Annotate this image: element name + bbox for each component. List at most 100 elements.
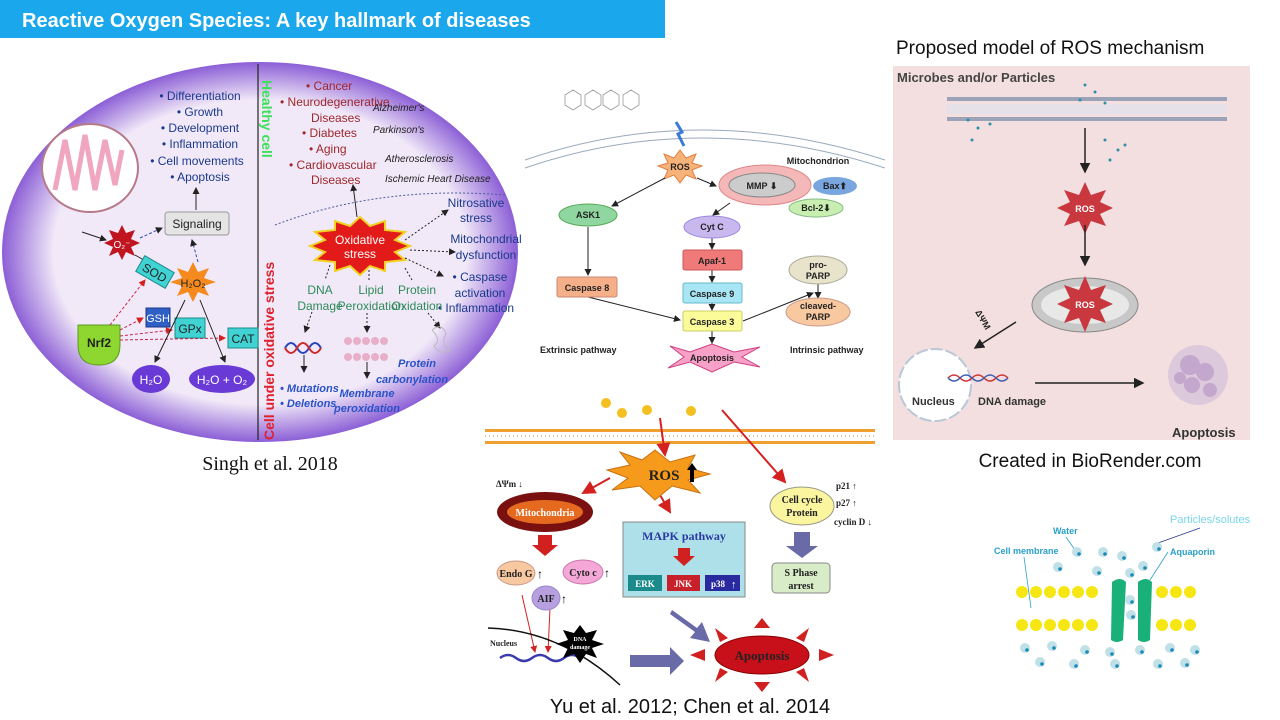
nrf2-shape [77,324,121,366]
water-molecule [1180,658,1190,668]
water-molecule [1072,547,1082,557]
function-item: • Differentiation [159,89,240,103]
water-molecule [1092,566,1102,576]
ros-star [1057,276,1113,332]
lipid-head [1058,619,1070,631]
oxidative-stress-label: Oxidative [335,233,385,247]
dna-damage-label: DNA damage [978,396,1046,408]
water-label: Water [1053,526,1078,536]
apoptosis-burst [690,618,834,692]
caspase3-label: Caspase 3 [690,317,735,327]
damage-item: Damage [297,299,343,313]
lipid-head [1072,619,1084,631]
disease-item: Diseases [311,173,360,187]
chemical-structure-icon [564,89,640,111]
p21-label: p21 ↑ [836,481,857,491]
effect-item: Nitrosative [448,196,505,210]
disease-item: • Neurodegenerative [280,95,390,109]
cleavedparp-label: PARP [806,312,830,322]
gpx-label: GPx [178,322,201,336]
lipid-head [1016,619,1028,631]
function-item: • Cell movements [150,154,244,168]
lightning-icon [674,121,686,147]
right-arrow-icon [630,647,684,675]
subdisease-item: Atherosclerosis [384,154,453,165]
membrane-potential-label: ΔΨm ↓ [496,479,523,489]
signaling-box [164,211,230,236]
superoxide-star [104,225,140,260]
figure-apoptosis-pathways: ROS Mitochondrion MMP ⬇ Bax⬆ Bcl-2⬇ ASK1… [524,89,886,373]
title-banner: Reactive Oxygen Species: A key hallmark … [0,0,665,38]
bax-oval [813,177,857,195]
apoptosis-star [667,343,761,373]
ros-label: ROS [670,162,690,172]
lipid-head [1044,586,1056,598]
h2o-oval [132,365,170,393]
mitochondrion-image [41,123,139,213]
aquaporin-label: Aquaporin [1170,547,1215,557]
water-molecules [1020,542,1200,669]
lipid-head [1072,586,1084,598]
effect-item: • Caspase [453,270,508,284]
jnk-label: JNK [674,579,692,589]
lipid-head [1184,586,1196,598]
protein-icon [431,326,451,353]
intrinsic-pathway-label: Intrinsic pathway [790,345,864,355]
extrinsic-pathway-label: Extrinsic pathway [540,345,617,355]
mitochondrion-label: Mitochondrion [787,156,850,166]
outcome-item: Protein [398,358,436,370]
proparp-label: PARP [806,271,830,281]
mmp-label: MMP ⬇ [747,181,778,191]
apoptosis-label: Apoptosis [690,353,734,363]
subdisease-item: Parkinson's [373,125,424,136]
nucleus-label: Nucleus [490,639,517,648]
dna-damage-star [556,625,604,663]
damage-item: Protein [398,283,436,297]
lipid-head [1170,586,1182,598]
damage-item: DNA [307,283,332,297]
mitochondria-oval [507,500,583,524]
stress-cell-label: Cell under oxidative stress [261,262,277,440]
water-molecule [1165,643,1175,653]
endog-label: Endo G [499,569,532,580]
signaling-label: Signaling [172,217,221,231]
figure-proposed-ros-model: Proposed model of ROS mechanism Microbes… [893,38,1250,472]
lipid-bilayer [1016,586,1196,631]
cellcycle-label: Protein [786,508,818,519]
water-molecule [1125,568,1135,578]
cell-membrane-bilayer [485,429,875,444]
water-molecule [1098,547,1108,557]
water-molecule [1020,643,1030,653]
slide-title: Reactive Oxygen Species: A key hallmark … [22,10,531,32]
cyclind-label: cyclin D ↓ [834,517,872,527]
apoptosis-label: Apoptosis [735,648,790,663]
cell-functions-list: • Differentiation • Growth • Development… [150,89,244,184]
damage-outcomes: • Mutations • Deletions Membrane peroxid… [280,358,448,415]
sphase-label: S Phase [784,568,818,579]
ask1-label: ASK1 [576,210,600,220]
effect-item: activation [455,286,506,300]
water-molecule [1135,645,1145,655]
lipid-head [1156,619,1168,631]
lipid-head [1170,619,1182,631]
cell-membrane-label: Cell membrane [994,546,1059,556]
erk-label: ERK [635,579,655,589]
water-molecule [1053,562,1063,572]
oxidative-stress-star [307,215,413,277]
function-item: • Apoptosis [170,170,230,184]
diagonal-arrow-icon [670,610,710,642]
molecular-damage: DNA Damage Lipid Peroxidation Protein Ox… [297,283,442,313]
superoxide-label: O₂⁻ [114,240,131,251]
gpx-box [174,317,206,339]
figure-aquaporin-membrane: Particles/solutes Water Cell membrane Aq… [994,514,1251,669]
oxidative-effects: Nitrosative stress Mitochondrial dysfunc… [438,196,522,315]
p27-label: p27 ↑ [836,498,857,508]
damage-item: Peroxidation [338,299,405,313]
apoptotic-cell-icon [1168,345,1228,405]
disease-item: • Cancer [306,79,352,93]
particles-icon [966,83,1127,162]
fig1-citation: Singh et al. 2018 [202,453,338,475]
p38-label: p38 [711,579,726,589]
water-molecule [1080,645,1090,655]
effect-item: dysfunction [456,248,517,262]
